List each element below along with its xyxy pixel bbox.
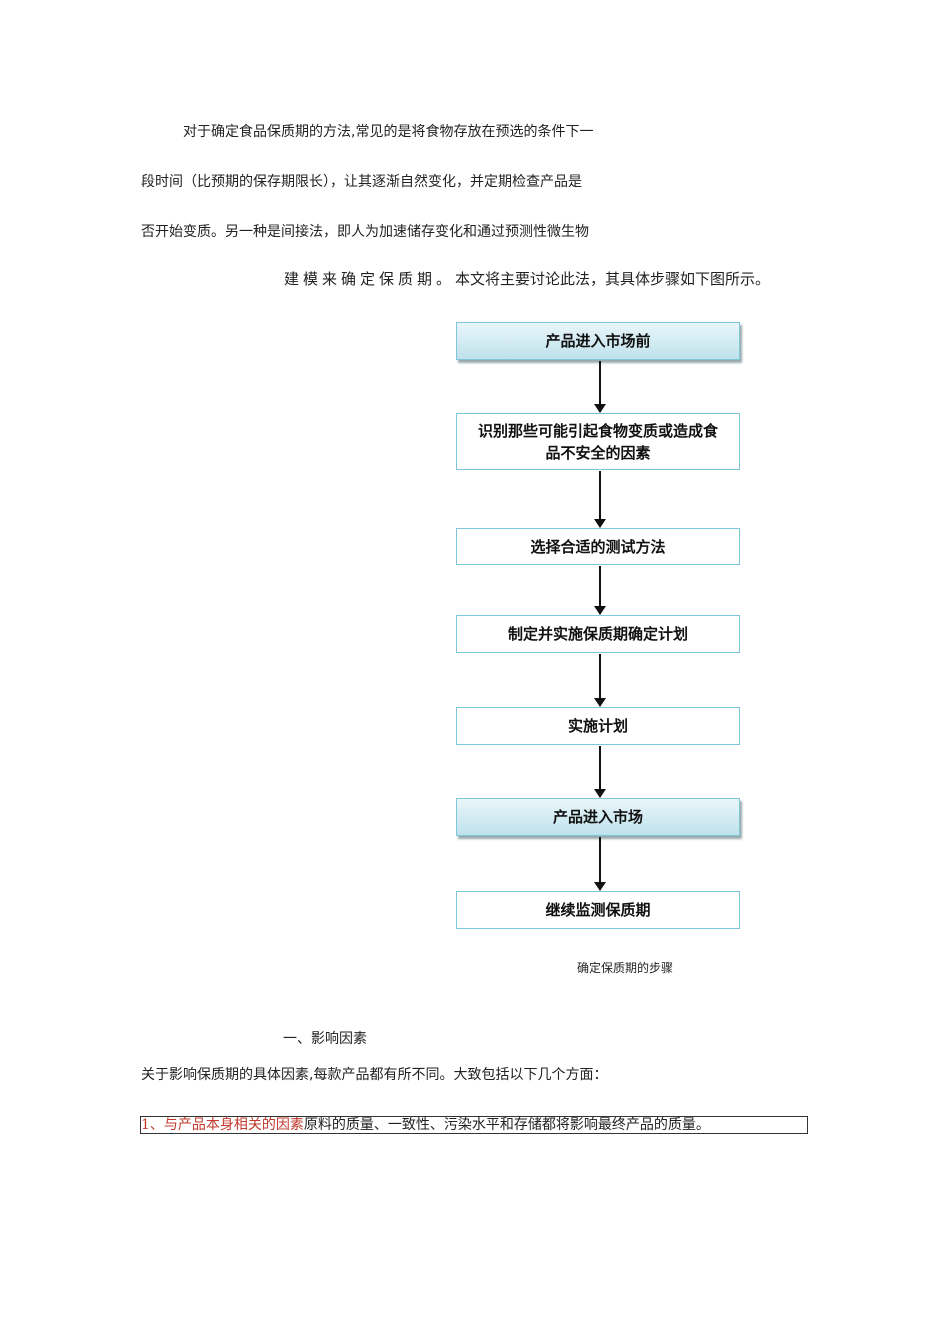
arrow-down-icon <box>594 746 606 798</box>
arrow-down-icon <box>594 654 606 707</box>
intro-line-2: 段时间（比预期的保存期限长），让其逐渐自然变化，并定期检查产品是 <box>141 174 582 190</box>
factor-item-1-label: 1、与产品本身相关的因素 <box>141 1117 304 1133</box>
intro-line-4: 建模来确定保质期。本文将主要讨论此法，其具体步骤如下图所示。 <box>284 270 770 288</box>
flow-step-2: 识别那些可能引起食物变质或造成食品不安全的因素 <box>456 413 740 470</box>
intro-line-4a: 建模来确定保质期。 <box>284 270 456 288</box>
flow-step-4: 制定并实施保质期确定计划 <box>456 615 740 653</box>
flow-step-7: 继续监测保质期 <box>456 891 740 929</box>
section-heading: 一、影响因素 <box>283 1031 367 1047</box>
flow-step-3: 选择合适的测试方法 <box>456 528 740 565</box>
section-paragraph: 关于影响保质期的具体因素,每款产品都有所不同。大致包括以下几个方面： <box>141 1067 608 1083</box>
flowchart-caption: 确定保质期的步骤 <box>577 961 674 975</box>
factor-item-1-text: 原料的质量、一致性、污染水平和存储都将影响最终产品的质量。 <box>303 1117 710 1133</box>
intro-line-1: 对于确定食品保质期的方法,常见的是将食物存放在预选的条件下一 <box>183 124 594 140</box>
arrow-down-icon <box>594 471 606 528</box>
flow-step-1: 产品进入市场前 <box>456 322 740 360</box>
intro-line-4b: 本文将主要讨论此法，其具体步骤如下图所示。 <box>455 270 771 288</box>
arrow-down-icon <box>594 361 606 413</box>
flow-step-5: 实施计划 <box>456 707 740 745</box>
arrow-down-icon <box>594 566 606 615</box>
factor-item-1: 1、与产品本身相关的因素原料的质量、一致性、污染水平和存储都将影响最终产品的质量… <box>140 1116 808 1134</box>
flow-step-6: 产品进入市场 <box>456 798 740 836</box>
arrow-down-icon <box>594 837 606 891</box>
intro-line-3: 否开始变质。另一种是间接法，即人为加速储存变化和通过预测性微生物 <box>141 224 589 240</box>
